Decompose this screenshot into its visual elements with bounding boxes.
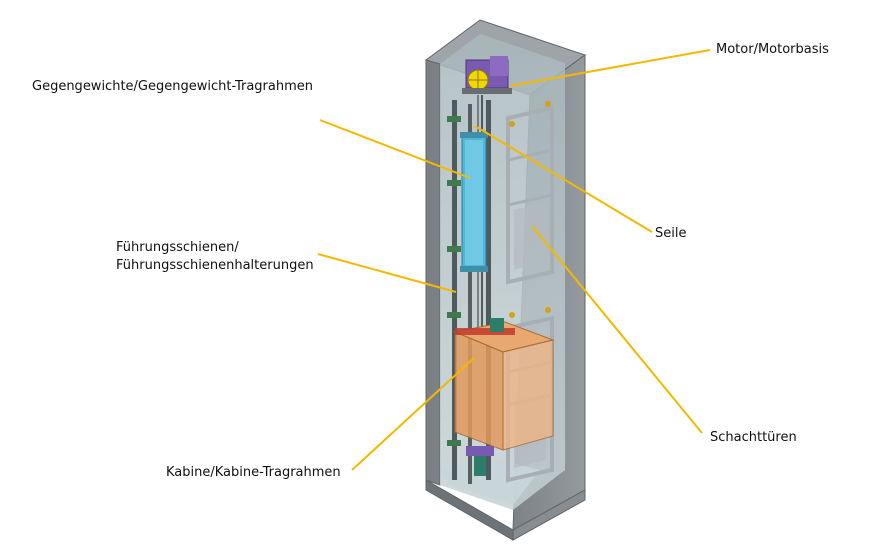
label-shaft-doors: Schachttüren	[710, 430, 797, 445]
guide-rail-left	[452, 100, 457, 480]
leader-doors	[531, 225, 703, 434]
leader-guide	[317, 253, 457, 293]
rail-bracket-3	[447, 246, 461, 252]
shaft-left-wall	[425, 59, 441, 486]
shaft-door-upper	[506, 101, 554, 285]
label-guide-rails-line1: Führungsschienen/	[116, 240, 239, 255]
rail-bracket-2	[447, 180, 461, 186]
counterweight-icon	[460, 132, 488, 272]
label-ropes: Seile	[655, 226, 687, 241]
rail-bracket-1	[447, 116, 461, 122]
leader-cabin	[351, 357, 475, 471]
leader-seile	[474, 125, 653, 233]
label-guide-rails-line2: Führungsschienenhalterungen	[116, 258, 314, 273]
rail-bracket-5	[447, 440, 461, 446]
label-counterweight: Gegengewichte/Gegengewicht-Tragrahmen	[32, 79, 313, 94]
label-guide-rails: Führungsschienen/ Führungsschienenhalter…	[116, 239, 314, 275]
rail-bracket-4	[447, 312, 461, 318]
label-motor: Motor/Motorbasis	[716, 42, 829, 57]
leader-counterweight	[319, 119, 471, 179]
shaft-walls	[424, 19, 587, 541]
label-cabin: Kabine/Kabine-Tragrahmen	[166, 465, 341, 480]
guide-rail-mid	[468, 104, 472, 484]
shaft-base-side	[512, 489, 586, 541]
guide-rail-right	[486, 100, 491, 480]
cabin-icon	[453, 318, 555, 476]
leader-motor	[509, 49, 711, 87]
leader-lines	[317, 49, 711, 471]
motor-icon	[462, 56, 512, 94]
